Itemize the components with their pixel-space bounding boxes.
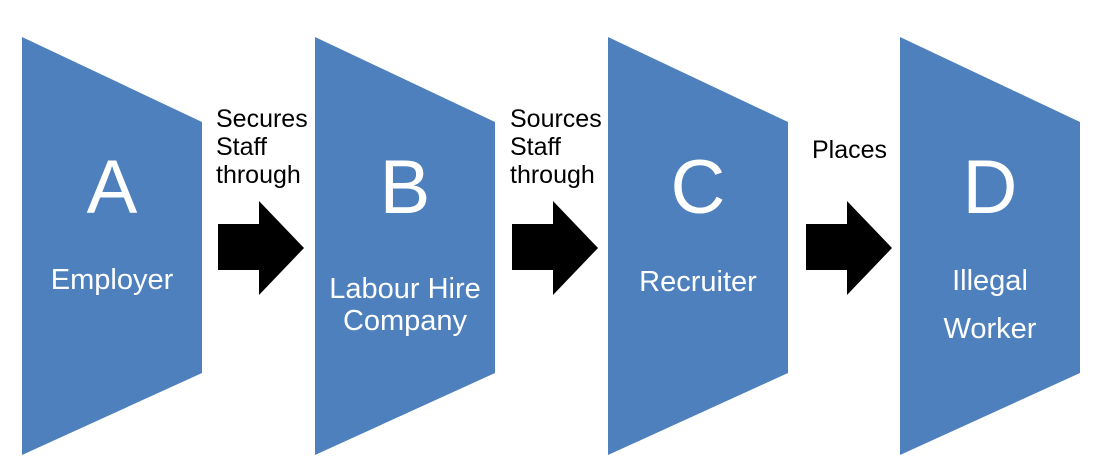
connector-label-line: through <box>216 161 301 189</box>
panel-polygon <box>900 37 1080 455</box>
connector-label-line: Secures <box>216 105 308 133</box>
stage-name-c: Recruiter <box>598 266 798 298</box>
stage-name-line: Employer <box>50 264 174 296</box>
stage-name-line: Company <box>342 305 468 337</box>
arrow-polygon <box>806 201 892 295</box>
connector-label-line: through <box>510 161 595 189</box>
connector-label-3: Places <box>812 136 887 164</box>
slanted-panel-shape <box>608 37 788 455</box>
stage-letter-b: B <box>379 145 431 230</box>
connector-label-line: Places <box>812 136 888 164</box>
stage-c-panel: C Recruiter <box>608 37 788 455</box>
connector-label-line: Staff <box>216 133 267 161</box>
stage-letter-d: D <box>962 145 1018 230</box>
slanted-panel-shape <box>900 37 1080 455</box>
stage-name-line: Labour Hire <box>329 273 481 305</box>
connector-label-1: Secures Staff through <box>216 105 308 189</box>
arrow-polygon <box>218 201 304 295</box>
stage-name-line: Illegal <box>952 265 1028 297</box>
connector-label-line: Staff <box>510 133 561 161</box>
stage-letter-a: A <box>86 145 138 230</box>
connector-label-line: Sources <box>510 105 602 133</box>
arrow-right-icon <box>512 201 598 295</box>
stage-name-d: Illegal Worker <box>890 257 1090 353</box>
panel-polygon <box>315 37 495 455</box>
slanted-panel-shape <box>22 37 202 455</box>
slanted-panel-shape <box>315 37 495 455</box>
arrow-right-icon <box>806 201 892 295</box>
stage-name-b: Labour Hire Company <box>305 273 505 337</box>
connector-label-2: Sources Staff through <box>510 105 602 189</box>
stage-name-a: Employer <box>12 264 212 296</box>
panel-polygon <box>22 37 202 455</box>
arrow-polygon <box>512 201 598 295</box>
arrow-right-icon <box>218 201 304 295</box>
stage-letter-c: C <box>670 145 726 230</box>
stage-a-panel: A Employer <box>22 37 202 455</box>
panel-polygon <box>608 37 788 455</box>
stage-name-line: Recruiter <box>639 266 757 298</box>
stage-name-line: Worker <box>943 313 1037 345</box>
stage-d-panel: D Illegal Worker <box>900 37 1080 455</box>
stage-b-panel: B Labour Hire Company <box>315 37 495 455</box>
